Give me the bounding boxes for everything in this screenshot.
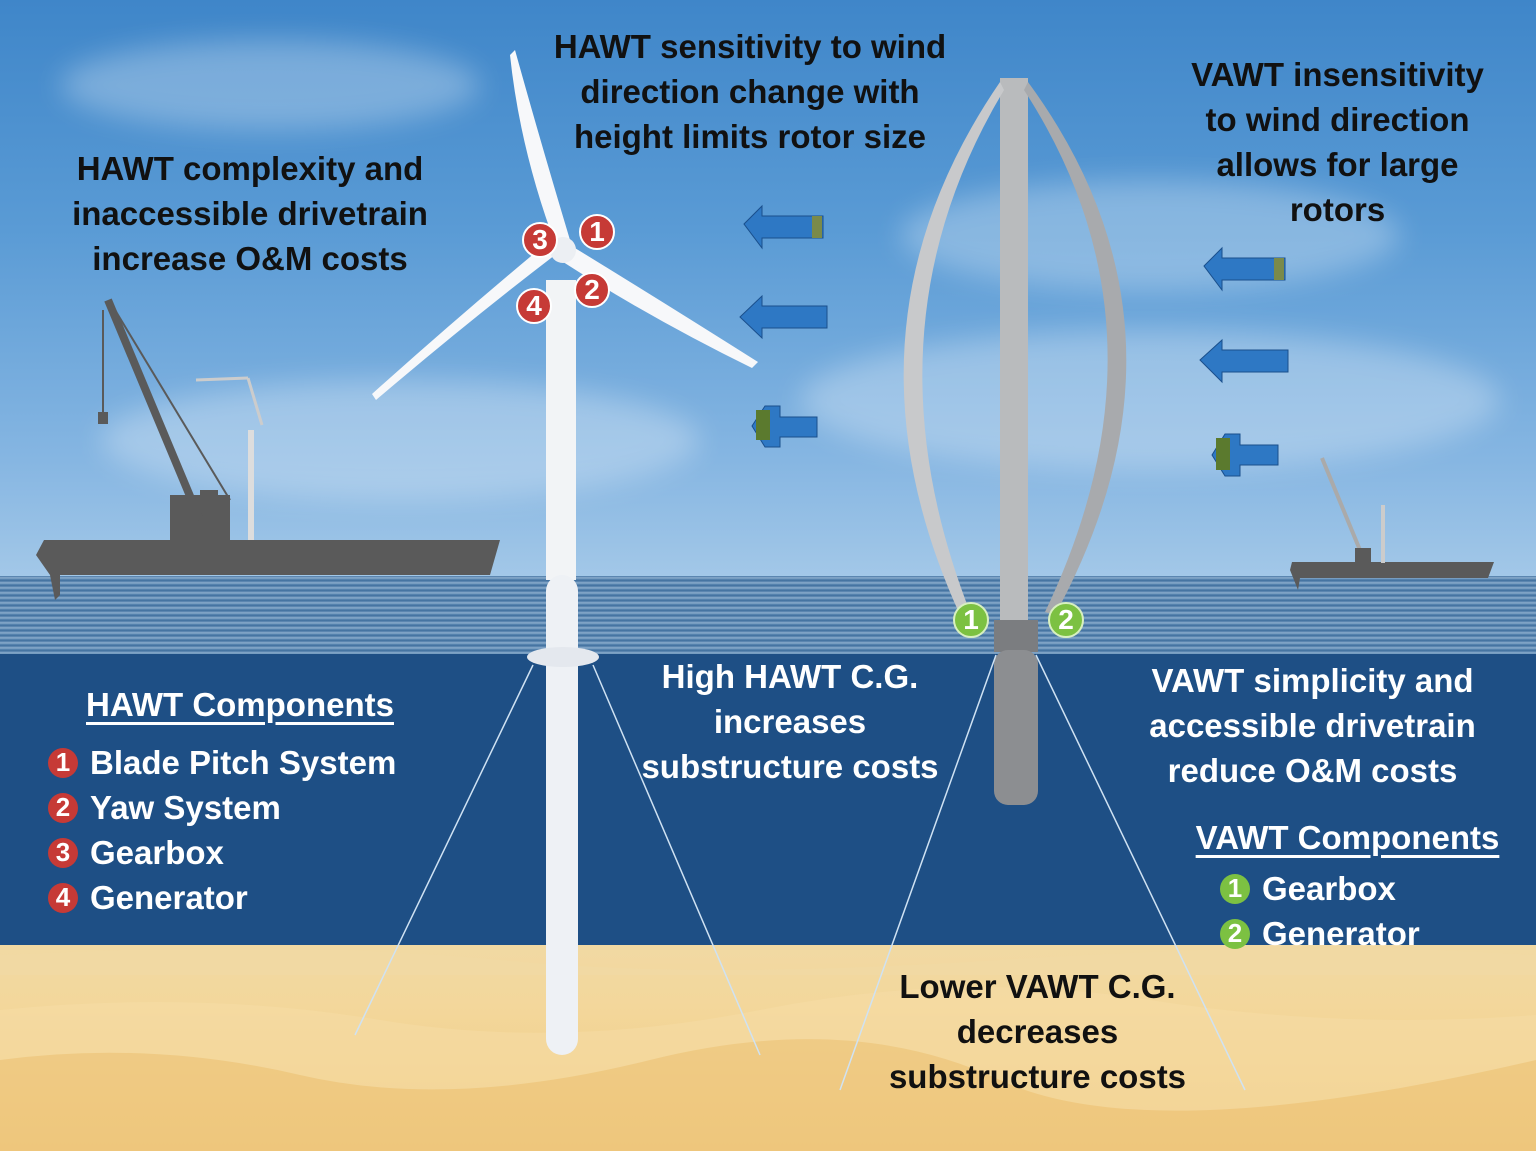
hawt-om-cost-text: HAWT complexity and inaccessible drivetr…: [40, 146, 460, 281]
component-label: Gearbox: [90, 833, 224, 871]
text-line: increase O&M costs: [92, 240, 408, 277]
text-line: rotors: [1289, 191, 1386, 228]
text-line: Lower VAWT C.G.: [899, 968, 1176, 1005]
vawt-component-item: 2 Generator: [1220, 911, 1420, 956]
vawt-cg-text: Lower VAWT C.G. decreases substructure c…: [860, 964, 1215, 1099]
hawt-callout-3: 3: [522, 222, 558, 258]
hawt-rotor: [372, 50, 758, 400]
hawt-component-item: 2 Yaw System: [48, 785, 396, 830]
text-line: height limits rotor size: [573, 118, 927, 155]
hawt-sensitivity-text: HAWT sensitivity to wind direction chang…: [530, 24, 970, 159]
text-line: to wind direction: [1205, 101, 1470, 138]
sea-surface: [0, 576, 1536, 656]
number-badge: 2: [48, 792, 78, 823]
vawt-components-list: 1 Gearbox 2 Generator: [1220, 866, 1420, 956]
wind-arrow-icon: [1199, 338, 1289, 384]
text-line: HAWT sensitivity to wind: [553, 28, 947, 65]
wind-arrows-hawt: [739, 204, 828, 448]
vawt-insensitivity-text: VAWT insensitivity to wind direction all…: [1160, 52, 1515, 232]
component-label: Yaw System: [90, 788, 281, 826]
component-label: Generator: [1262, 914, 1420, 952]
vawt-callout-2: 2: [1048, 602, 1084, 638]
wind-arrows-vawt: [1199, 246, 1289, 477]
text-line: substructure costs: [888, 1058, 1187, 1095]
component-label: Blade Pitch System: [90, 743, 397, 781]
wind-arrow-icon: [739, 294, 828, 340]
text-line: accessible drivetrain: [1149, 707, 1476, 744]
hawt-components-list: 1 Blade Pitch System 2 Yaw System 3 Gearbox…: [48, 740, 396, 920]
hawt-components-heading: HAWT Components: [86, 686, 394, 723]
text-line: reduce O&M costs: [1167, 752, 1458, 789]
text-line: direction change with: [580, 73, 920, 110]
hawt-cg-text: High HAWT C.G. increases substructure co…: [620, 654, 960, 789]
text-line: VAWT insensitivity: [1191, 56, 1484, 93]
wind-arrow-icon: [1203, 246, 1286, 292]
text-line: High HAWT C.G.: [661, 658, 919, 695]
text-line: HAWT complexity and: [76, 150, 424, 187]
wind-arrow-icon: [743, 204, 824, 250]
hawt-callout-1: 1: [579, 214, 615, 250]
text-line: decreases: [956, 1013, 1119, 1050]
hawt-callout-4: 4: [516, 288, 552, 324]
text-line: inaccessible drivetrain: [72, 195, 428, 232]
hawt-tower: [354, 280, 761, 1056]
number-badge: 2: [1220, 918, 1250, 949]
sand-dunes: [0, 987, 1536, 1151]
text-line: allows for large: [1216, 146, 1459, 183]
hawt-callout-2: 2: [574, 272, 610, 308]
underwater-region: [0, 654, 1536, 974]
number-badge: 1: [48, 747, 78, 778]
hawt-component-item: 4 Generator: [48, 875, 396, 920]
component-label: Gearbox: [1262, 869, 1396, 907]
hawt-component-item: 3 Gearbox: [48, 830, 396, 875]
vawt-turbine: [839, 78, 1246, 1091]
vawt-callout-1: 1: [953, 602, 989, 638]
number-badge: 4: [48, 882, 78, 913]
component-label: Generator: [90, 878, 248, 916]
vawt-om-cost-text: VAWT simplicity and accessible drivetrai…: [1130, 658, 1495, 793]
number-badge: 3: [48, 837, 78, 868]
text-line: increases: [713, 703, 867, 740]
vawt-components-heading: VAWT Components: [1195, 819, 1500, 856]
installation-ship-left: [36, 298, 500, 600]
vawt-component-item: 1 Gearbox: [1220, 866, 1420, 911]
hawt-component-item: 1 Blade Pitch System: [48, 740, 396, 785]
number-badge: 1: [1220, 873, 1250, 904]
text-line: substructure costs: [641, 748, 939, 785]
installation-ship-right: [1290, 457, 1494, 590]
text-line: VAWT simplicity and: [1151, 662, 1474, 699]
